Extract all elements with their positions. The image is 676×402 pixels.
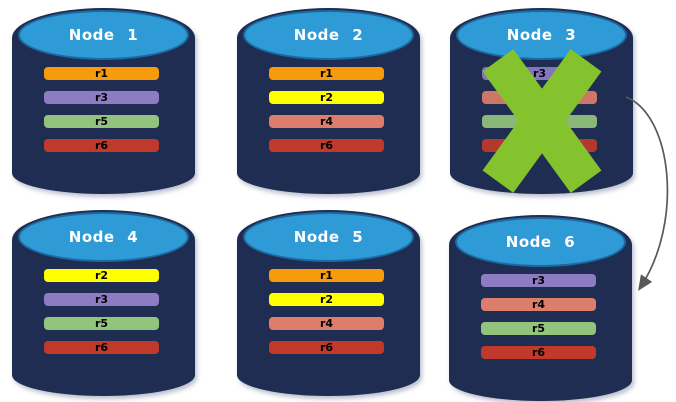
node-1-cylinder-top: Node 1 [18, 10, 189, 60]
replica-bar: r6 [44, 139, 159, 152]
replica-bar: r5 [481, 322, 596, 335]
replica-bar: r4 [269, 317, 384, 330]
replica-bar: r6 [481, 346, 596, 359]
node-title: Node 1 [68, 26, 139, 44]
replica-bar: r6 [269, 341, 384, 354]
replica-bar: r6 [44, 341, 159, 354]
node-5-replica-list: r1 r2 r4 r6 [269, 269, 384, 365]
node-6: Node 6 r3 r4 r5 r6 [449, 215, 632, 401]
node-3: Node 3 r3 [450, 8, 633, 194]
node-4: Node 4 r2 r3 r5 r6 [12, 210, 195, 396]
node-title: Node 2 [293, 26, 364, 44]
replica-bar: r1 [269, 269, 384, 282]
replica-bar: r4 [269, 115, 384, 128]
node-title: Node 4 [68, 228, 139, 246]
node-title: Node 5 [293, 228, 364, 246]
node-title: Node 6 [505, 233, 576, 251]
node-title: Node 3 [506, 26, 577, 44]
node-2: Node 2 r1 r2 r4 r6 [237, 8, 420, 194]
replica-bar: r3 [44, 293, 159, 306]
node-1-replica-list: r1 r3 r5 r6 [44, 67, 159, 163]
replica-bar: r3 [481, 274, 596, 287]
replica-bar: r2 [269, 91, 384, 104]
replica-bar: r2 [269, 293, 384, 306]
node-6-cylinder-top: Node 6 [455, 217, 626, 267]
replica-bar: r5 [44, 115, 159, 128]
node-5: Node 5 r1 r2 r4 r6 [237, 210, 420, 396]
replica-bar: r5 [44, 317, 159, 330]
node-3-cylinder-top: Node 3 [456, 10, 627, 60]
replica-bar: r2 [44, 269, 159, 282]
node-4-cylinder-top: Node 4 [18, 212, 189, 262]
node-1: Node 1 r1 r3 r5 r6 [12, 8, 195, 194]
node-4-replica-list: r2 r3 r5 r6 [44, 269, 159, 365]
replica-bar: r4 [481, 298, 596, 311]
replica-bar: r6 [269, 139, 384, 152]
node-2-replica-list: r1 r2 r4 r6 [269, 67, 384, 163]
replica-bar: r1 [44, 67, 159, 80]
replica-bar: r3 [44, 91, 159, 104]
node-2-cylinder-top: Node 2 [243, 10, 414, 60]
node-5-cylinder-top: Node 5 [243, 212, 414, 262]
node-6-replica-list: r3 r4 r5 r6 [481, 274, 596, 370]
replica-bar: r1 [269, 67, 384, 80]
